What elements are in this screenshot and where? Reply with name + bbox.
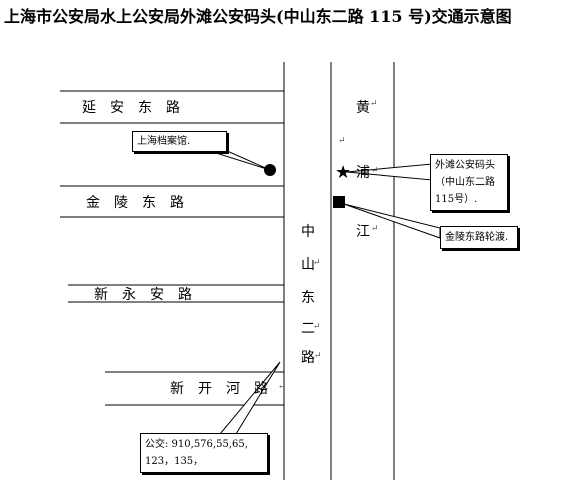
- bus-callout-pointer: [218, 361, 281, 435]
- zhongshan-char-3: 东: [301, 290, 315, 306]
- huangpu-char-3: 江: [356, 224, 370, 240]
- huangpu-char-1: 黄: [356, 100, 370, 116]
- wharf-star-icon: ★: [335, 162, 351, 183]
- bus-callout: 公交: 910,576,55,65, 123，135，: [140, 433, 268, 473]
- paragraph-mark: ↵: [313, 322, 321, 332]
- page-title: 上海市公安局水上公安局外滩公安码头(中山东二路 115 号)交通示意图: [4, 7, 512, 26]
- huangpu-char-2: 浦: [356, 165, 370, 181]
- zhongshan-char-5: 路: [301, 350, 315, 366]
- zhongshan-char-1: 中: [301, 224, 315, 240]
- paragraph-mark: ↵: [371, 166, 379, 176]
- paragraph-mark: ↵: [338, 136, 346, 146]
- paragraph-mark: ↵: [314, 351, 322, 361]
- paragraph-mark: ↵: [313, 258, 321, 268]
- ferry-square-icon: [333, 196, 345, 208]
- paragraph-mark: ↵: [371, 224, 379, 234]
- paragraph-mark: ↵: [370, 99, 378, 109]
- yanan-road-label: 延 安 东 路: [82, 100, 180, 116]
- wharf-callout: 外滩公安码头（中山东二路115号）.: [430, 154, 508, 211]
- ferry-callout: 金陵东路轮渡.: [440, 226, 518, 249]
- archive-callout: 上海档案馆.: [132, 131, 227, 152]
- xinkai-road-label: 新 开 河 路: [170, 381, 268, 397]
- paragraph-mark: ↵: [278, 382, 286, 392]
- jinling-road-label: 金 陵 东 路: [86, 195, 184, 211]
- xinyong-road-label: 新 永 安 路: [94, 287, 192, 303]
- zhongshan-char-4: 二: [301, 321, 315, 337]
- zhongshan-char-2: 山: [301, 257, 315, 273]
